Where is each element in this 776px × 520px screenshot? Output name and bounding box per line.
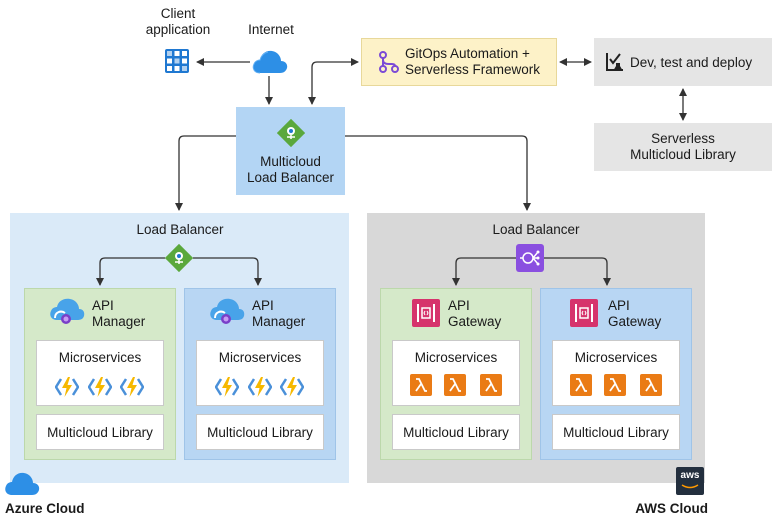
arrow-mlb-to-aws bbox=[345, 135, 531, 211]
azure-right-microservices-label: Microservices bbox=[218, 350, 302, 365]
aws-right-title: API Gateway bbox=[608, 298, 662, 329]
client-application-label: Client application bbox=[145, 6, 211, 37]
azure-function-icon bbox=[54, 375, 80, 399]
azure-function-icon bbox=[87, 375, 113, 399]
cloud-icon bbox=[252, 50, 288, 74]
azure-function-icon bbox=[119, 375, 145, 399]
azure-right-library-label: Multicloud Library bbox=[207, 425, 313, 440]
azure-function-icon bbox=[279, 375, 305, 399]
arrow-mlb-to-azure bbox=[175, 135, 236, 211]
aws-left-title: API Gateway bbox=[448, 298, 502, 329]
api-gateway-icon bbox=[412, 299, 440, 327]
load-balancer-icon bbox=[277, 119, 305, 147]
azure-microservices-box-left bbox=[36, 340, 164, 406]
azure-cloud-label: Azure Cloud bbox=[5, 501, 85, 516]
arrow-azure-lb-right bbox=[193, 257, 262, 286]
azure-cloud-icon bbox=[5, 472, 40, 495]
aws-lambda-icon bbox=[604, 374, 626, 396]
flask-check-icon bbox=[606, 53, 623, 71]
grid-app-icon bbox=[165, 49, 189, 73]
api-gateway-icon bbox=[570, 299, 598, 327]
aws-elb-icon bbox=[516, 244, 544, 272]
aws-lambda-icon bbox=[444, 374, 466, 396]
aws-left-microservices-label: Microservices bbox=[414, 350, 498, 365]
multicloud-load-balancer-label: Multicloud Load Balancer bbox=[246, 154, 335, 185]
serverless-library-box bbox=[594, 123, 772, 171]
aws-library-box-right bbox=[552, 414, 680, 450]
api-manager-cloud-icon bbox=[210, 298, 245, 324]
aws-cloud-label: AWS Cloud bbox=[635, 501, 708, 516]
aws-library-box-left bbox=[392, 414, 520, 450]
aws-smile-icon bbox=[681, 484, 699, 489]
gitops-label: GitOps Automation + Serverless Framework bbox=[405, 46, 541, 77]
arrow-aws-lb-right bbox=[544, 257, 611, 286]
dev-test-deploy-label: Dev, test and deploy bbox=[630, 55, 753, 70]
internet-label: Internet bbox=[248, 22, 294, 37]
aws-logo-text: aws bbox=[680, 470, 700, 481]
azure-microservices-box-right bbox=[196, 340, 324, 406]
aws-left-library-label: Multicloud Library bbox=[403, 425, 509, 440]
git-branch-icon bbox=[379, 51, 399, 73]
arrow-gitops-to-mlb bbox=[308, 58, 359, 105]
aws-logo: aws bbox=[676, 467, 704, 495]
azure-left-microservices-label: Microservices bbox=[58, 350, 142, 365]
aws-right-library-label: Multicloud Library bbox=[563, 425, 669, 440]
azure-library-box-left bbox=[36, 414, 164, 450]
aws-right-microservices-label: Microservices bbox=[574, 350, 658, 365]
dev-test-deploy-box bbox=[594, 38, 772, 86]
azure-left-title: API Manager bbox=[92, 298, 146, 329]
arrow-azure-lb-left bbox=[96, 257, 165, 286]
arrow-aws-lb-left bbox=[452, 257, 516, 286]
aws-lambda-icon bbox=[480, 374, 502, 396]
api-manager-cloud-icon bbox=[50, 298, 85, 324]
gitops-box bbox=[361, 38, 557, 86]
azure-function-icon bbox=[247, 375, 273, 399]
aws-lambda-icon bbox=[570, 374, 592, 396]
azure-function-icon bbox=[214, 375, 240, 399]
aws-lambda-icon bbox=[410, 374, 432, 396]
aws-lambda-icon bbox=[640, 374, 662, 396]
azure-load-balancer-icon bbox=[165, 244, 193, 272]
azure-right-title: API Manager bbox=[252, 298, 306, 329]
azure-library-box-right bbox=[196, 414, 324, 450]
azure-left-library-label: Multicloud Library bbox=[47, 425, 153, 440]
aws-load-balancer-label: Load Balancer bbox=[492, 222, 580, 237]
serverless-library-label: Serverless Multicloud Library bbox=[630, 131, 736, 162]
azure-load-balancer-label: Load Balancer bbox=[136, 222, 224, 237]
